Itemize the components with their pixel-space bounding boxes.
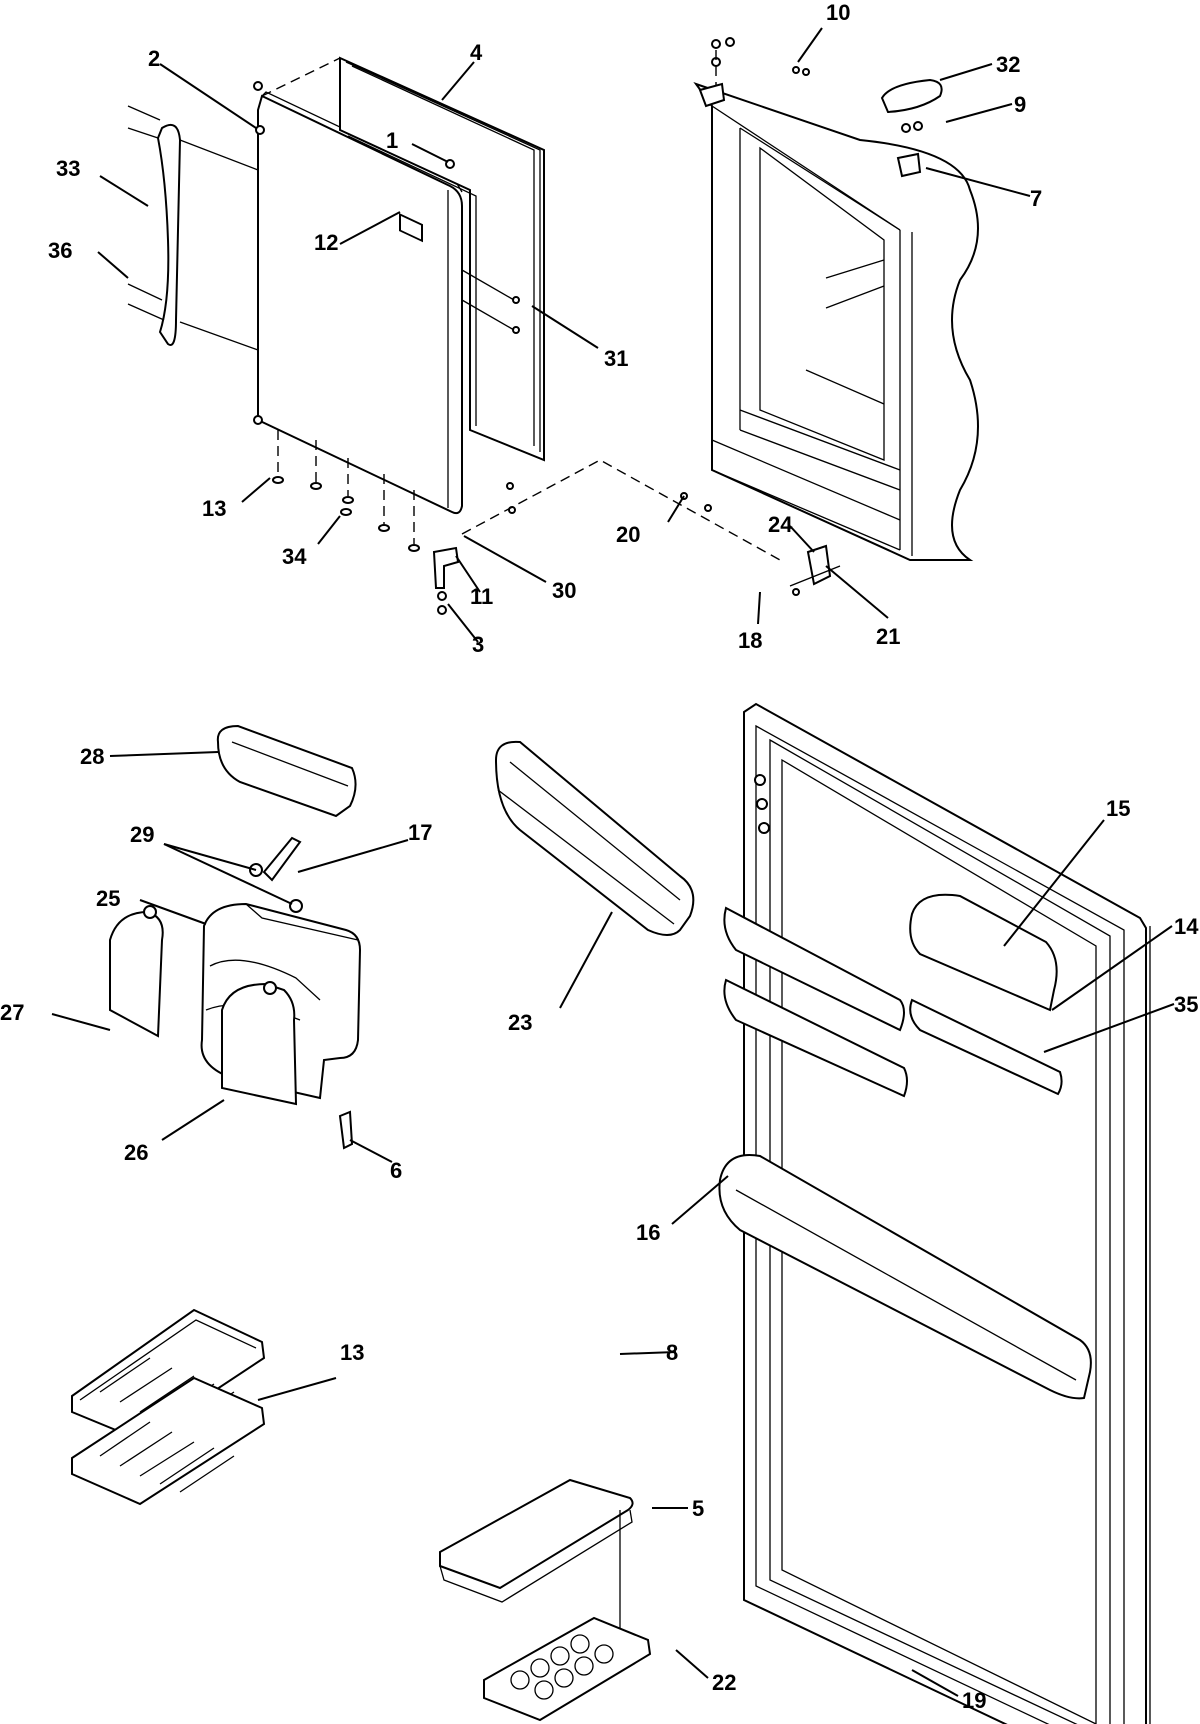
callout-20: 20 bbox=[616, 522, 640, 547]
clip-bracket bbox=[262, 836, 302, 882]
lower-door-shelf bbox=[718, 1154, 1092, 1400]
callout-24: 24 bbox=[768, 512, 793, 537]
callout-16: 16 bbox=[636, 1220, 660, 1245]
freezer-door-assembly bbox=[127, 56, 781, 615]
callout-34: 34 bbox=[282, 544, 307, 569]
door-gasket bbox=[339, 56, 545, 462]
cabinet-shell bbox=[693, 82, 979, 561]
large-door-bin bbox=[494, 740, 695, 936]
callout-22: 22 bbox=[712, 1670, 736, 1695]
callout-14: 14 bbox=[1174, 914, 1199, 939]
bottom-hinge bbox=[432, 546, 460, 589]
door-bin-23 bbox=[494, 740, 695, 936]
callout-35: 35 bbox=[1174, 992, 1198, 1017]
callout-23: 23 bbox=[508, 1010, 532, 1035]
callout-2: 2 bbox=[148, 46, 160, 71]
callout-32: 32 bbox=[996, 52, 1020, 77]
small-bin bbox=[216, 724, 357, 818]
callout-6: 6 bbox=[390, 1158, 402, 1183]
callout-9: 9 bbox=[1014, 92, 1026, 117]
cabinet-assembly bbox=[680, 37, 979, 596]
ice-trays bbox=[71, 1308, 266, 1506]
callout-21: 21 bbox=[876, 624, 900, 649]
callout-4: 4 bbox=[470, 40, 483, 65]
callout-18: 18 bbox=[738, 628, 762, 653]
callout-10: 10 bbox=[826, 0, 850, 25]
ice-cover-small bbox=[109, 910, 164, 1038]
callout-26: 26 bbox=[124, 1140, 148, 1165]
ice-bin-assembly bbox=[109, 724, 362, 1150]
callout-13-bottom: 13 bbox=[340, 1340, 364, 1365]
callout-17: 17 bbox=[408, 820, 432, 845]
callout-33: 33 bbox=[56, 156, 80, 181]
upper-shelf-left bbox=[723, 906, 905, 1032]
ice-tray-bottom bbox=[71, 1376, 266, 1506]
callout-8: 8 bbox=[666, 1340, 678, 1365]
callout-5: 5 bbox=[692, 1496, 704, 1521]
refrigerator-door bbox=[718, 702, 1151, 1724]
callout-13-top: 13 bbox=[202, 496, 226, 521]
ice-tray-top bbox=[71, 1308, 266, 1442]
top-hinge-left bbox=[698, 82, 726, 108]
leader-lines bbox=[51, 27, 1175, 1697]
top-hinge-right bbox=[896, 152, 922, 178]
callout-29: 29 bbox=[130, 822, 154, 847]
callout-28: 28 bbox=[80, 744, 104, 769]
callout-7: 7 bbox=[1030, 186, 1042, 211]
hinge-cover bbox=[880, 78, 943, 114]
door-panel bbox=[257, 94, 463, 515]
butter-door bbox=[909, 893, 1058, 1012]
callout-25: 25 bbox=[96, 886, 120, 911]
shelf-and-trays bbox=[439, 1478, 652, 1722]
callout-36: 36 bbox=[48, 238, 72, 263]
upper-shelf-left-2 bbox=[723, 978, 908, 1098]
nameplate bbox=[399, 213, 423, 243]
callout-27: 27 bbox=[0, 1000, 24, 1025]
ice-cover-large bbox=[221, 982, 298, 1106]
callout-19: 19 bbox=[962, 1688, 986, 1713]
door-handle bbox=[156, 124, 182, 346]
callout-3: 3 bbox=[472, 632, 484, 657]
callout-30: 30 bbox=[552, 578, 576, 603]
upper-shelf-right bbox=[909, 998, 1063, 1096]
bottom-hinge-cabinet bbox=[806, 544, 832, 586]
shelf-cover bbox=[439, 1478, 634, 1590]
callout-31: 31 bbox=[604, 346, 628, 371]
small-clip bbox=[338, 1110, 354, 1150]
callout-11: 11 bbox=[470, 584, 493, 609]
callout-1: 1 bbox=[386, 128, 398, 153]
callout-15: 15 bbox=[1106, 796, 1130, 821]
callout-12: 12 bbox=[314, 230, 338, 255]
